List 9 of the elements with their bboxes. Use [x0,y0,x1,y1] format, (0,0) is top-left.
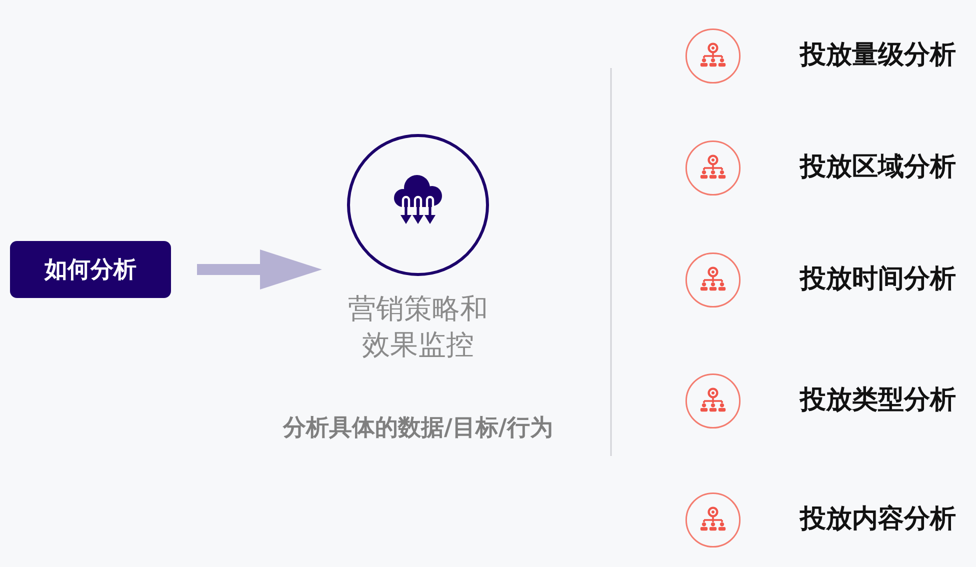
label-box: 如何分析 [10,241,171,298]
note-text: 分析具体的数据/目标/行为 [283,414,553,443]
item-label: 投放时间分析 [800,263,956,296]
circle-caption: 营销策略和效果监控 [347,291,489,363]
item-label: 投放量级分析 [800,39,956,72]
item-label: 投放区域分析 [800,151,956,184]
item-label: 投放类型分析 [800,384,956,417]
arrow [197,250,322,290]
item-label: 投放内容分析 [800,503,956,536]
